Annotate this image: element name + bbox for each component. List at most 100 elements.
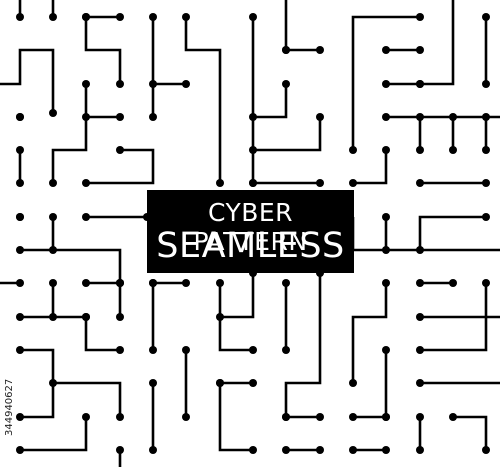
circuit-trace <box>20 348 55 419</box>
circuit-node <box>149 113 157 121</box>
circuit-node <box>249 379 257 387</box>
circuit-node <box>49 13 57 21</box>
circuit-node <box>382 346 390 354</box>
circuit-node <box>316 179 324 187</box>
circuit-node <box>16 179 24 187</box>
circuit-node <box>116 313 124 321</box>
circuit-node <box>216 313 224 321</box>
circuit-node <box>82 313 90 321</box>
circuit-trace <box>351 283 388 383</box>
circuit-node <box>382 446 390 454</box>
circuit-node <box>182 279 190 287</box>
title-line-2: SEAMLESS <box>156 226 345 266</box>
circuit-node <box>116 13 124 21</box>
circuit-node <box>16 279 24 287</box>
circuit-node <box>16 446 24 454</box>
circuit-node <box>49 246 57 254</box>
circuit-node <box>416 179 424 187</box>
circuit-node <box>49 179 57 187</box>
circuit-trace <box>86 148 155 185</box>
circuit-node <box>316 113 324 121</box>
circuit-node <box>416 13 424 21</box>
circuit-node <box>482 13 490 21</box>
circuit-trace <box>453 415 488 450</box>
circuit-trace <box>84 17 122 84</box>
circuit-node <box>49 379 57 387</box>
circuit-trace <box>84 317 120 352</box>
circuit-node <box>482 80 490 88</box>
circuit-node <box>82 279 90 287</box>
circuit-node <box>216 179 224 187</box>
circuit-node <box>382 46 390 54</box>
circuit-trace <box>253 84 288 119</box>
circuit-node <box>416 113 424 121</box>
circuit-node <box>16 146 24 154</box>
circuit-node <box>316 46 324 54</box>
circuit-node <box>116 346 124 354</box>
circuit-node <box>49 109 57 117</box>
circuit-node <box>116 146 124 154</box>
circuit-node <box>349 446 357 454</box>
circuit-node <box>149 346 157 354</box>
circuit-node <box>416 413 424 421</box>
circuit-node <box>82 413 90 421</box>
stock-image-id: 344940627 <box>4 378 15 436</box>
circuit-node <box>282 346 290 354</box>
circuit-node <box>282 413 290 421</box>
circuit-node <box>216 379 224 387</box>
circuit-node <box>16 13 24 21</box>
circuit-trace <box>353 150 388 185</box>
circuit-trace <box>218 383 253 452</box>
circuit-node <box>82 113 90 121</box>
circuit-node <box>416 146 424 154</box>
circuit-trace <box>51 84 88 183</box>
circuit-node <box>149 13 157 21</box>
circuit-node <box>349 179 357 187</box>
circuit-node <box>16 346 24 354</box>
circuit-node <box>382 146 390 154</box>
circuit-node <box>382 279 390 287</box>
circuit-node <box>349 146 357 154</box>
circuit-node <box>282 279 290 287</box>
title-line-1: CYBER PATTERN <box>193 198 308 256</box>
circuit-node <box>416 446 424 454</box>
circuit-trace <box>220 273 255 319</box>
circuit-node <box>16 246 24 254</box>
circuit-trace <box>351 15 420 150</box>
circuit-node <box>249 346 257 354</box>
circuit-node <box>182 80 190 88</box>
circuit-node <box>149 379 157 387</box>
circuit-trace <box>20 248 122 283</box>
circuit-node <box>249 13 257 21</box>
circuit-node <box>349 413 357 421</box>
circuit-node <box>82 179 90 187</box>
circuit-node <box>416 246 424 254</box>
circuit-node <box>116 279 124 287</box>
title-banner: CYBER PATTERN SEAMLESS <box>147 190 354 273</box>
circuit-node <box>449 113 457 121</box>
circuit-trace <box>0 48 55 113</box>
circuit-trace <box>386 0 455 86</box>
circuit-trace <box>184 17 222 183</box>
circuit-trace <box>420 283 488 352</box>
circuit-node <box>82 80 90 88</box>
circuit-node <box>316 446 324 454</box>
circuit-node <box>116 113 124 121</box>
circuit-node <box>482 113 490 121</box>
circuit-node <box>282 80 290 88</box>
circuit-node <box>149 80 157 88</box>
circuit-node <box>249 446 257 454</box>
circuit-trace <box>218 283 253 352</box>
circuit-node <box>282 46 290 54</box>
circuit-node <box>149 446 157 454</box>
circuit-node <box>382 80 390 88</box>
circuit-node <box>116 413 124 421</box>
circuit-trace <box>284 273 322 417</box>
circuit-node <box>482 146 490 154</box>
circuit-node <box>116 80 124 88</box>
circuit-trace <box>53 381 122 417</box>
circuit-trace <box>418 215 486 250</box>
circuit-node <box>49 313 57 321</box>
circuit-node <box>482 179 490 187</box>
